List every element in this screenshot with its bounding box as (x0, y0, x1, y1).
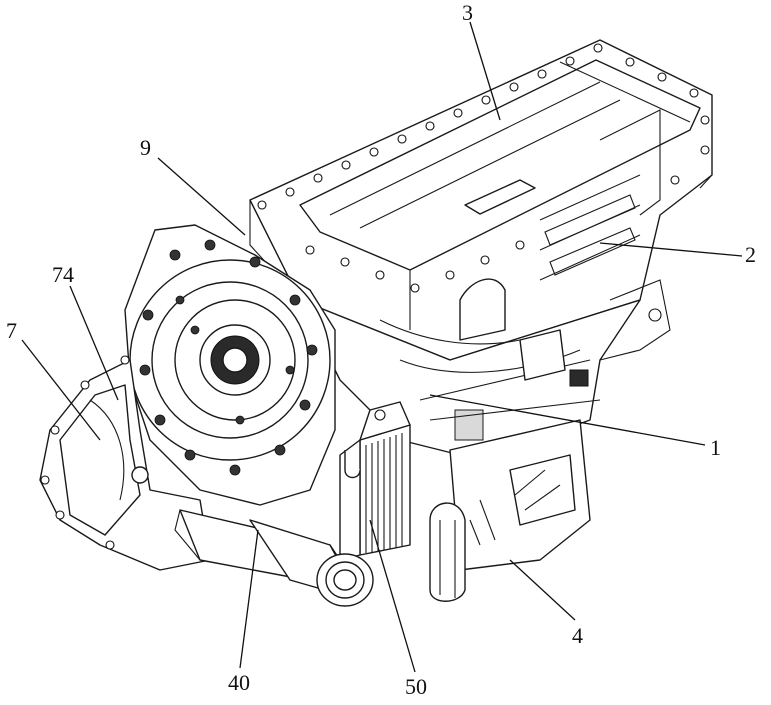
callout-labels: 1 2 3 4 7 9 40 50 74 (6, 0, 756, 699)
housing-bolts (257, 43, 710, 293)
label-1: 1 (710, 435, 721, 460)
leader-9 (157, 157, 246, 236)
leader-1 (429, 394, 706, 446)
leader-7 (21, 339, 101, 441)
leader-74 (69, 285, 119, 401)
oil-cooler (339, 401, 411, 561)
output-shaft-tube (174, 509, 374, 607)
leader-4 (509, 559, 576, 621)
leader-50 (369, 519, 416, 673)
leader-2 (599, 242, 743, 257)
label-50: 50 (405, 674, 427, 699)
reducer-housing (429, 419, 591, 602)
leader-3 (469, 21, 501, 121)
label-4: 4 (572, 623, 583, 648)
label-74: 74 (52, 262, 74, 287)
label-40: 40 (228, 670, 250, 695)
label-9: 9 (140, 135, 151, 160)
label-7: 7 (6, 318, 17, 343)
label-2: 2 (745, 242, 756, 267)
controller-housing (249, 39, 713, 361)
motor-flange (124, 224, 336, 506)
flange-bolts (139, 239, 318, 476)
label-3: 3 (462, 0, 473, 25)
leader-lines (21, 21, 743, 673)
leader-40 (239, 529, 259, 669)
